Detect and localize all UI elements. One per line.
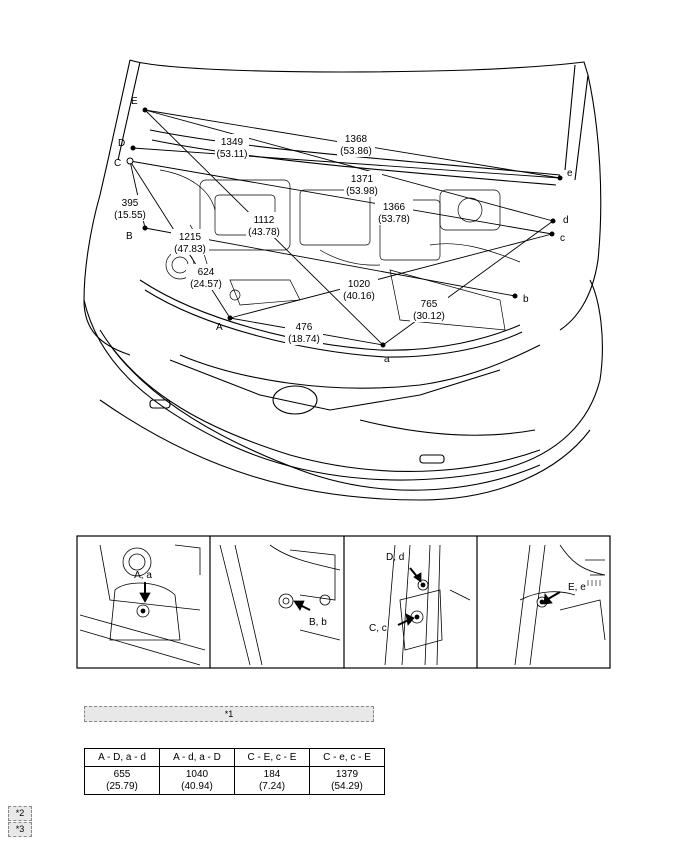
dimension-labels: 1349 (53.11) 1368 (53.86) 1371 (53.98) 1…	[112, 131, 448, 345]
svg-text:765: 765	[421, 299, 438, 310]
svg-text:(53.98): (53.98)	[346, 186, 378, 197]
label-a: a	[384, 354, 390, 365]
point-b	[512, 293, 518, 299]
svg-text:(53.86): (53.86)	[340, 146, 372, 157]
point-d	[550, 218, 556, 224]
svg-text:(53.11): (53.11)	[217, 149, 248, 160]
label-b: b	[523, 294, 529, 305]
svg-text:(43.78): (43.78)	[248, 227, 280, 238]
detail-label-E: E, e	[568, 582, 586, 593]
label-A: A	[216, 322, 223, 333]
table-header: A - D, a - d	[84, 748, 160, 767]
dim-476: 476 (18.74)	[285, 319, 323, 345]
point-E	[142, 107, 148, 113]
table-header-row: A - D, a - d A - d, a - D C - E, c - E C…	[84, 748, 385, 767]
label-E: E	[131, 96, 138, 107]
detail-label-A: A, a	[134, 570, 152, 581]
callout-1: *1	[84, 706, 374, 722]
detail-label-D: D, d	[386, 552, 404, 563]
svg-text:1366: 1366	[383, 202, 406, 213]
point-B	[142, 225, 148, 231]
label-C: C	[114, 158, 121, 169]
detail-panel-B	[219, 544, 341, 666]
svg-text:1349: 1349	[221, 137, 244, 148]
detail-panel-C-D	[384, 544, 471, 666]
car-outline	[83, 59, 603, 501]
svg-text:1371: 1371	[351, 174, 374, 185]
point-e	[557, 175, 563, 181]
point-D	[130, 145, 136, 151]
engine-bay-detail	[159, 169, 521, 331]
measurement-points	[126, 107, 563, 348]
dimension-table: A - D, a - d A - d, a - D C - E, c - E C…	[84, 748, 385, 795]
label-D: D	[118, 138, 125, 149]
dim-765: 765 (30.12)	[410, 296, 448, 322]
table-header: C - E, c - E	[234, 748, 310, 767]
svg-text:(24.57): (24.57)	[190, 279, 222, 290]
svg-text:1020: 1020	[348, 279, 371, 290]
callout-2: *2	[8, 806, 32, 821]
table-header: C - e, c - E	[309, 748, 385, 767]
label-B: B	[126, 231, 133, 242]
detail-label-C: C, c	[369, 623, 387, 634]
svg-text:(40.16): (40.16)	[343, 291, 375, 302]
table-cell: 1379(54.29)	[309, 766, 385, 795]
point-A	[227, 315, 233, 321]
table-cell: 184(7.24)	[234, 766, 310, 795]
callout-3: *3	[8, 822, 32, 837]
svg-text:1368: 1368	[345, 134, 368, 145]
svg-text:(30.12): (30.12)	[413, 311, 445, 322]
svg-text:476: 476	[296, 322, 313, 333]
label-e: e	[567, 168, 573, 179]
svg-text:(15.55): (15.55)	[114, 210, 146, 221]
table-row: 655(25.79) 1040(40.94) 184(7.24) 1379(54…	[84, 766, 385, 795]
svg-text:1215: 1215	[179, 232, 202, 243]
dim-1368: 1368 (53.86)	[337, 131, 375, 157]
svg-text:624: 624	[198, 267, 215, 278]
svg-text:(47.83): (47.83)	[174, 244, 206, 255]
dim-395: 395 (15.55)	[112, 195, 150, 221]
detail-label-B: B, b	[309, 617, 327, 628]
table-cell: 1040(40.94)	[159, 766, 235, 795]
point-C	[126, 157, 134, 165]
dim-624: 624 (24.57)	[186, 264, 224, 290]
svg-text:(53.78): (53.78)	[378, 214, 410, 225]
dim-1215: 1215 (47.83)	[171, 229, 209, 255]
dim-1349: 1349 (53.11)	[215, 134, 249, 160]
detail-panel-E	[514, 544, 606, 666]
dim-1020: 1020 (40.16)	[340, 276, 378, 302]
label-d: d	[563, 215, 569, 226]
point-a	[380, 342, 386, 348]
point-labels: E D C B A a b c d e	[114, 96, 573, 365]
dim-1366: 1366 (53.78)	[375, 199, 413, 225]
dim-1112: 1112 (43.78)	[246, 212, 284, 238]
dim-1371: 1371 (53.98)	[344, 171, 382, 197]
table-cell: 655(25.79)	[84, 766, 160, 795]
detail-panel-A	[79, 544, 206, 666]
detail-panels: A, a B, b	[76, 535, 611, 669]
svg-text:1112: 1112	[254, 215, 275, 226]
point-c	[549, 231, 555, 237]
table-header: A - d, a - D	[159, 748, 235, 767]
label-c: c	[560, 233, 565, 244]
svg-text:(18.74): (18.74)	[288, 334, 320, 345]
svg-text:395: 395	[122, 198, 139, 209]
